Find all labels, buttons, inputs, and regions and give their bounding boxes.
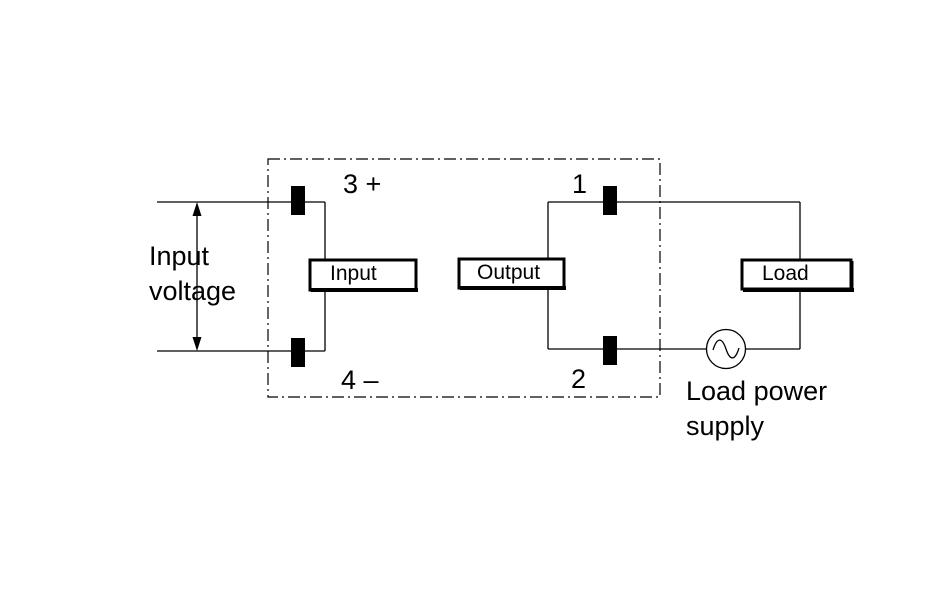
input-box: Input	[308, 258, 418, 292]
arrow-head-down	[192, 337, 202, 351]
terminal-4-label: 4 –	[341, 365, 379, 395]
ac-source-icon	[705, 328, 747, 370]
terminal-4-block-icon	[291, 338, 305, 367]
arrow-head-up	[192, 202, 202, 216]
load-power-supply-label-line-1: Load power	[686, 376, 827, 406]
load-box-label: Load	[762, 262, 809, 285]
terminal-2-block-icon	[603, 336, 617, 365]
input-box-label: Input	[330, 262, 377, 285]
output-box: Output	[457, 257, 566, 290]
input-voltage-label-line-1: Input	[149, 241, 210, 271]
output-box-label: Output	[477, 261, 540, 284]
load-power-supply-label-line-2: supply	[686, 411, 765, 441]
output-wiring	[547, 201, 801, 350]
terminal-3-label: 3 +	[343, 169, 381, 199]
terminal-3-block-icon	[291, 186, 305, 215]
terminal-2-label: 2	[571, 364, 586, 394]
relay-enclosure-outline	[267, 158, 661, 398]
terminal-1-block-icon	[603, 186, 617, 215]
input-voltage-label-line-2: voltage	[149, 276, 236, 306]
terminal-1-label: 1	[572, 169, 587, 199]
input-voltage-indicator	[157, 201, 298, 352]
load-box: Load	[740, 258, 854, 292]
